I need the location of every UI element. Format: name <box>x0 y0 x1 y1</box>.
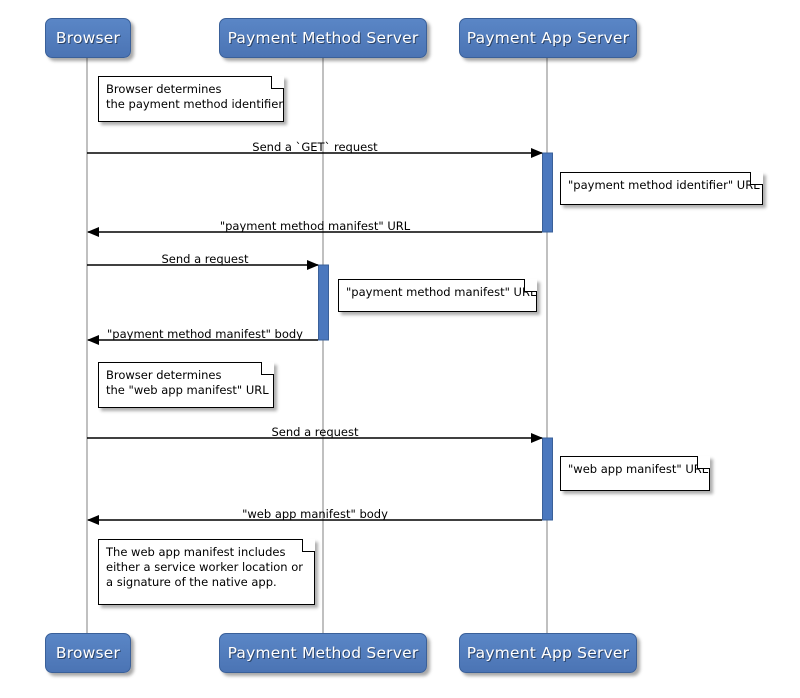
note-payment-method-manifest-url: "payment method manifest" URL <box>338 279 537 312</box>
note-fold-corner-icon <box>261 362 274 375</box>
msg-send-request-pas-label: Send a request <box>271 425 359 439</box>
participant-label: Payment App Server <box>466 644 630 662</box>
note-text-line: a signature of the native app. <box>106 575 277 589</box>
note-payment-method-identifier-url: "payment method identifier" URL <box>560 172 763 205</box>
note-text-line: The web app manifest includes <box>106 545 286 559</box>
note-text-line: "payment method manifest" URL <box>346 285 537 299</box>
participant-browser-footer[interactable]: Browser <box>45 633 131 673</box>
note-text-line: Browser determines <box>106 368 222 382</box>
participant-payment-app-server-footer[interactable]: Payment App Server <box>459 633 637 673</box>
participant-payment-app-server-header[interactable]: Payment App Server <box>459 18 637 58</box>
note-text-line: either a service worker location or <box>106 560 304 574</box>
note-fold-corner-icon <box>302 539 315 552</box>
note-text-line: "payment method identifier" URL <box>568 178 760 192</box>
activation-pas-2 <box>542 437 553 521</box>
note-fold-corner-icon <box>750 172 763 185</box>
activation-pas-1 <box>542 152 553 233</box>
participant-label: Browser <box>55 644 121 662</box>
msg-pm-manifest-body-label: "payment method manifest" body <box>107 327 303 341</box>
activation-bars-group <box>318 152 553 521</box>
note-text-line: the payment method identifier <box>106 97 284 111</box>
note-fold-corner-icon <box>697 456 710 469</box>
note-fold-corner-icon <box>271 76 284 89</box>
note-text-line: the "web app manifest" URL <box>106 383 269 397</box>
note-text-line: "web app manifest" URL <box>568 462 709 476</box>
participant-label: Payment Method Server <box>227 644 419 662</box>
msg-send-request-pms-label: Send a request <box>161 252 249 266</box>
participant-payment-method-server-footer[interactable]: Payment Method Server <box>219 633 427 673</box>
participant-payment-method-server-header[interactable]: Payment Method Server <box>219 18 427 58</box>
msg-pm-manifest-url-label: "payment method manifest" URL <box>219 219 411 233</box>
msg-get-request-label: Send a `GET` request <box>252 140 378 154</box>
participant-label: Browser <box>55 29 121 47</box>
message-arrows-group <box>87 148 543 525</box>
msg-web-app-manifest-body-label: "web app manifest" body <box>242 507 388 521</box>
participant-label: Payment Method Server <box>227 29 419 47</box>
note-fold-corner-icon <box>524 279 537 292</box>
note-text-line: Browser determines <box>106 82 222 96</box>
participant-browser-header[interactable]: Browser <box>45 18 131 58</box>
note-web-app-manifest-url: "web app manifest" URL <box>560 456 710 491</box>
activation-pms-1 <box>318 264 329 341</box>
participant-label: Payment App Server <box>466 29 630 47</box>
